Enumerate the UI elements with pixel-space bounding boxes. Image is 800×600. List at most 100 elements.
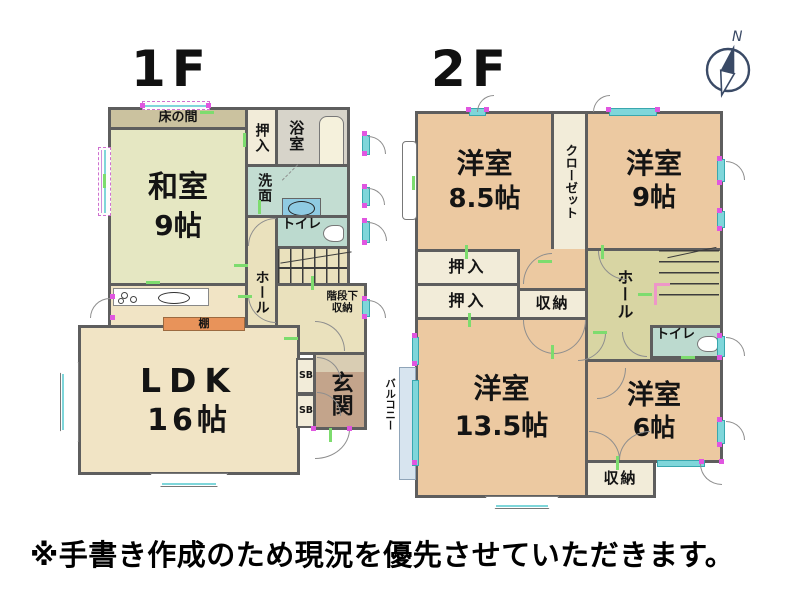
window-marker xyxy=(717,156,722,161)
oshiire-1f-label: 押入 xyxy=(253,122,270,153)
window-85-left xyxy=(402,141,417,220)
window-marker xyxy=(717,208,722,213)
tick xyxy=(238,295,252,298)
tick xyxy=(329,428,332,442)
kitchen-sink-icon xyxy=(158,291,190,304)
tick xyxy=(311,276,314,290)
window-9-right-1 xyxy=(717,159,725,182)
oshiire-2f-bottom-label: 押入 xyxy=(448,291,487,311)
tick xyxy=(638,293,652,296)
casement-arc-9 xyxy=(726,161,745,180)
window-marker xyxy=(362,296,367,301)
tick xyxy=(465,245,468,259)
window-9-top xyxy=(609,108,657,116)
room-135-size: 13.5帖 xyxy=(454,410,549,442)
shelf-label: 棚 xyxy=(198,316,210,330)
room-washitsu: 和室 9帖 xyxy=(108,127,248,286)
room-135-name: 洋室 xyxy=(473,372,530,406)
closet-2f-label: クローゼット xyxy=(563,144,579,219)
tick xyxy=(593,331,607,334)
storage-mid-label: 収納 xyxy=(535,294,570,313)
room-toilet-1f: トイレ xyxy=(275,215,350,249)
tick xyxy=(468,313,471,327)
floor-1f-title: 1F xyxy=(131,40,212,98)
window-marker xyxy=(362,131,367,136)
room-storage-bottom: 収納 xyxy=(585,460,656,498)
window-marker xyxy=(412,460,417,465)
window-marker xyxy=(717,180,722,185)
casement-arc-entry xyxy=(368,300,386,318)
tick xyxy=(200,111,214,114)
casement-arc-toilet-2f xyxy=(726,337,745,356)
compass-graphic: N xyxy=(705,29,751,98)
room-6-name: 洋室 xyxy=(627,379,681,411)
ldk-size: 16帖 xyxy=(147,402,231,438)
washitsu-size: 9帖 xyxy=(154,208,202,242)
window-marker xyxy=(362,184,367,189)
room-85: 洋室 8.5帖 xyxy=(415,111,554,252)
tokonoma-label: 床の間 xyxy=(158,110,198,126)
window-marker xyxy=(311,426,316,431)
under-stair-storage-label: 階段下 収納 xyxy=(326,290,359,315)
window-marker xyxy=(717,355,722,360)
toilet-icon-2f xyxy=(697,336,718,352)
window-marker xyxy=(606,107,611,112)
window-6-right xyxy=(717,420,725,444)
stairs-2f xyxy=(654,246,719,305)
shelf: 棚 xyxy=(163,317,245,331)
tick xyxy=(616,456,619,470)
shoebox-top-label: SB xyxy=(298,369,314,381)
window-marker xyxy=(140,103,145,108)
stove-burner-icon xyxy=(121,292,128,299)
washitsu-name: 和室 xyxy=(148,170,208,206)
room-9-size: 9帖 xyxy=(631,183,677,214)
kitchen-counter xyxy=(113,288,209,306)
bay-window-ldk-bottom xyxy=(150,473,228,487)
window-marker xyxy=(655,107,660,112)
door-arc-entrance-exterior xyxy=(315,429,350,459)
stairs-1f xyxy=(275,246,352,286)
tick xyxy=(234,264,248,267)
bay-window-135-bottom xyxy=(485,496,559,509)
room-9: 洋室 9帖 xyxy=(585,111,723,251)
stove-burner-icon xyxy=(118,298,124,304)
stairs-1f-midline xyxy=(278,267,347,269)
storage-bottom-label: 収納 xyxy=(603,469,638,488)
floor-2f-title: 2F xyxy=(431,40,512,98)
casement-arc-bathroom xyxy=(368,136,386,154)
tick xyxy=(412,176,415,190)
casement-arc-toilet-1f xyxy=(368,222,387,241)
shoebox-bottom-label: SB xyxy=(298,404,314,416)
compass-north-text: N xyxy=(732,29,743,45)
room-ldk: LDK 16帖 xyxy=(78,325,300,475)
window-marker xyxy=(362,314,367,319)
window-marker xyxy=(347,426,352,431)
stairs-handrail xyxy=(654,283,657,305)
washroom-label: 洗面 xyxy=(256,173,273,203)
window-marker xyxy=(717,226,722,231)
tick xyxy=(601,245,604,259)
window-top-washitsu xyxy=(142,101,210,110)
balcony-label: バルコニー xyxy=(384,378,397,431)
window-marker xyxy=(362,151,367,156)
tick xyxy=(681,356,695,359)
room-washroom: 洗面 xyxy=(245,164,350,219)
toilet-1f-label: トイレ xyxy=(281,217,321,232)
room-85-size: 8.5帖 xyxy=(448,183,521,214)
stairs-handrail xyxy=(654,283,670,286)
window-marker xyxy=(110,294,115,299)
room-9-name: 洋室 xyxy=(625,146,682,180)
window-marker xyxy=(717,417,722,422)
window-marker xyxy=(362,218,367,223)
ldk-name: LDK xyxy=(140,360,238,400)
tick xyxy=(551,345,554,359)
casement-arc-6 xyxy=(726,421,745,440)
tick xyxy=(243,133,246,147)
window-marker xyxy=(719,459,724,464)
window-marker xyxy=(717,333,722,338)
window-marker xyxy=(699,459,704,464)
hall-2f-label: ホール xyxy=(614,269,634,320)
tick xyxy=(103,174,106,188)
window-6-bottom xyxy=(657,460,705,467)
